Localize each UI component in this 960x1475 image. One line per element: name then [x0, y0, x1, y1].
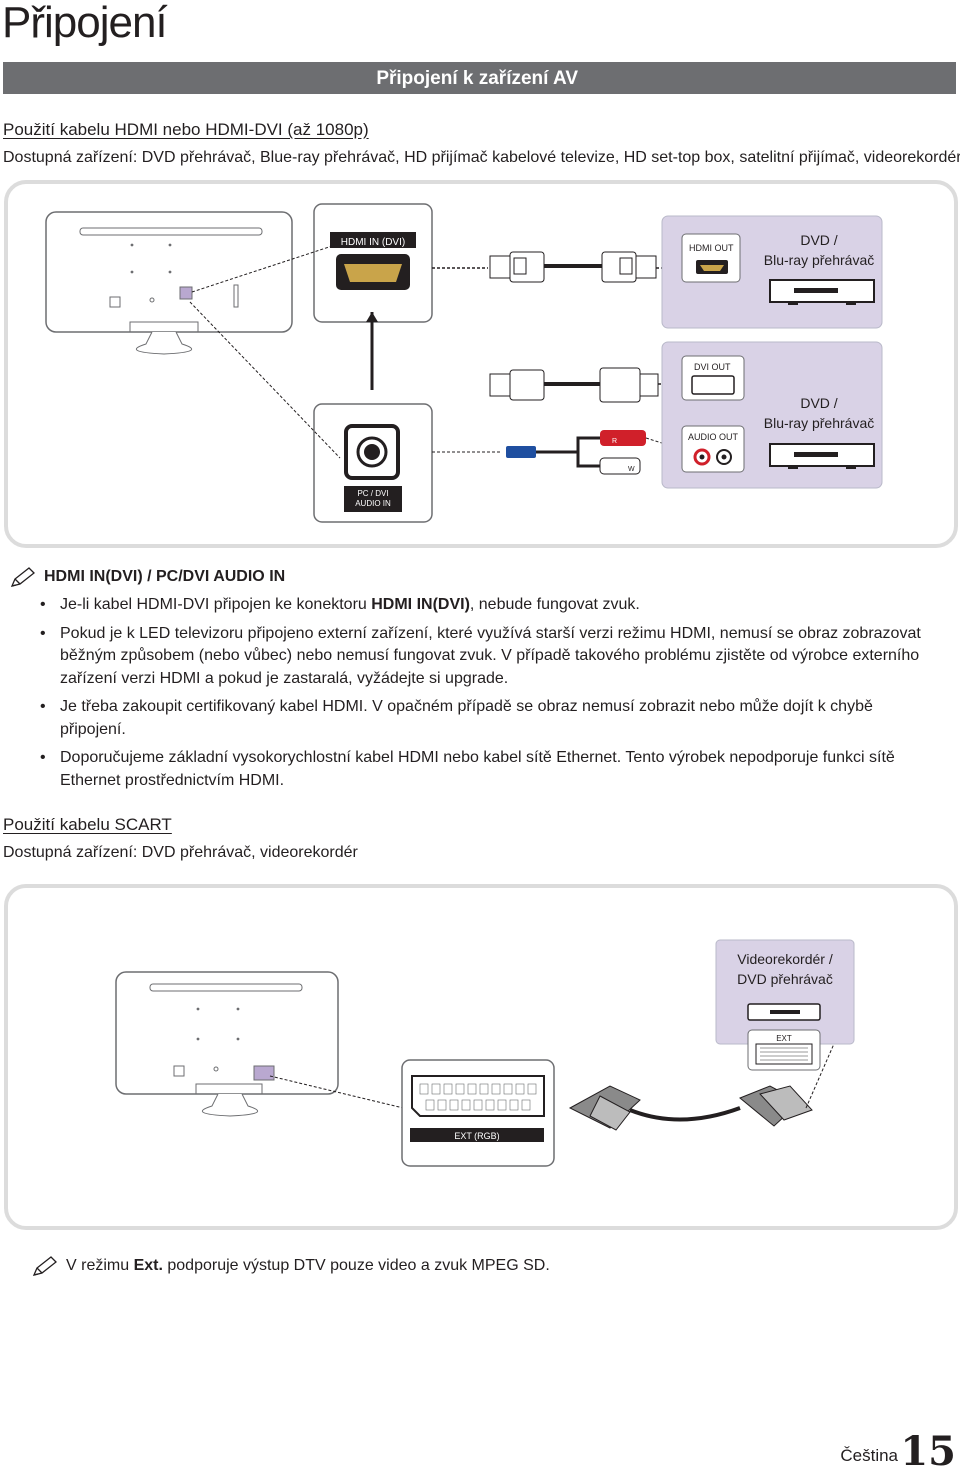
audio-cable: W: [432, 430, 691, 475]
device2-panel: DVI OUT AUDIO OUT DVD / Blu-ray přehráva…: [661, 341, 883, 489]
tv-back-icon: [115, 971, 339, 1117]
device2-dvi-port-label: DVI OUT: [694, 362, 731, 372]
ext-rgb-label: EXT (RGB): [454, 1131, 499, 1141]
device1-name-line2: Blu-ray přehrávač: [764, 252, 875, 268]
list-item: Je-li kabel HDMI-DVI připojen ke konekto…: [38, 594, 938, 617]
list-item: Je třeba zakoupit certifikovaný kabel HD…: [38, 696, 938, 741]
hdmi-devices-text: Dostupná zařízení: DVD přehrávač, Blue-r…: [3, 149, 960, 166]
hdmi-connection-diagram: W HDMI OUT DVD / Blu-ray přehrávač DVI O…: [45, 203, 883, 523]
device1-panel: HDMI OUT DVD / Blu-ray přehrávač: [661, 215, 883, 329]
device2-audio-port-label: AUDIO OUT: [688, 432, 739, 442]
device1-port-label: HDMI OUT: [689, 243, 734, 253]
dvd-player-icon: [769, 443, 875, 469]
vcr-device-panel: Videorekordér / DVD přehrávač EXT: [715, 939, 855, 1071]
language-label: Čeština: [840, 1446, 898, 1465]
tv-back-icon: [45, 211, 293, 355]
hdmi-in-label: HDMI IN (DVI): [341, 237, 405, 248]
section-title: Připojení k zařízení AV: [376, 68, 578, 89]
scart-cable: [568, 1085, 813, 1131]
pencil-icon: [10, 567, 35, 587]
scart-devices-text: Dostupná zařízení: DVD přehrávač, videor…: [3, 844, 358, 861]
pc-audio-label-1: PC / DVI: [357, 489, 388, 498]
pencil-icon: [32, 1256, 57, 1276]
device2-name-line1: DVD /: [800, 395, 837, 411]
list-item: Pokud je k LED televizoru připojeno exte…: [38, 623, 938, 691]
page-number: 15: [900, 1428, 956, 1475]
plug-r-label: R: [612, 438, 617, 445]
device2-name-line2: Blu-ray přehrávač: [764, 415, 875, 431]
scart-connection-diagram: Videorekordér / DVD přehrávač EXT EXT (R…: [115, 939, 855, 1167]
hdmi-in-panel: [313, 203, 433, 323]
vcr-ext-label: EXT: [776, 1034, 792, 1043]
hdmi-note-heading: HDMI IN(DVI) / PC/DVI AUDIO IN: [10, 566, 285, 588]
list-item: Doporučujeme základní vysokorychlostní k…: [38, 747, 938, 792]
dvd-player-icon: [769, 279, 875, 305]
vcr-name-line1: Videorekordér /: [737, 951, 833, 967]
hdmi-cable: [432, 251, 680, 283]
page-title: Připojení: [2, 0, 168, 47]
hdmi-note-title: HDMI IN(DVI) / PC/DVI AUDIO IN: [44, 568, 286, 585]
vcr-name-line2: DVD přehrávač: [737, 971, 833, 987]
ext-mode-note: V režimu Ext. podporuje výstup DTV pouze…: [32, 1255, 550, 1277]
scart-connector-icon: [401, 1059, 555, 1167]
scart-section-heading: Použití kabelu SCART: [3, 815, 172, 834]
device1-name-line1: DVD /: [800, 232, 837, 248]
pc-dvi-audio-panel: [313, 403, 433, 523]
pc-audio-label-2: AUDIO IN: [355, 499, 391, 508]
plug-w-label: W: [628, 466, 635, 473]
hdmi-note-bullets: Je-li kabel HDMI-DVI připojen ke konekto…: [38, 594, 938, 798]
hdmi-dvi-cable: [489, 367, 690, 403]
hdmi-section-heading: Použití kabelu HDMI nebo HDMI-DVI (až 10…: [3, 120, 369, 139]
section-title-bar: Připojení k zařízení AV: [3, 62, 956, 94]
